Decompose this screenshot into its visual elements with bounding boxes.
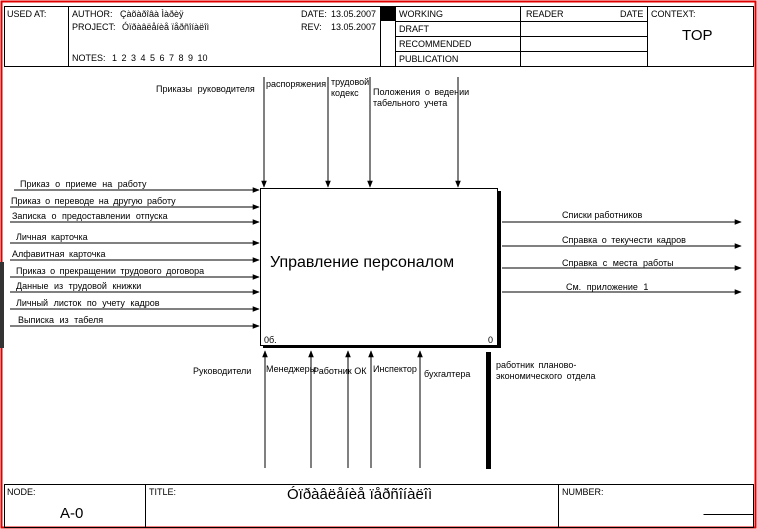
- activity-number: 0: [488, 335, 494, 345]
- input-label-7: Данные из трудовой книжки: [16, 281, 142, 291]
- output-arrows: [502, 219, 742, 295]
- input-label-3: Записка о предоставлении отпуска: [12, 211, 168, 221]
- number-label: NUMBER:: [562, 487, 604, 497]
- control-arrows: [261, 77, 461, 188]
- rev-value: 13.05.2007: [331, 22, 377, 32]
- input-label-2: Приказ о переводе на другую работу: [11, 196, 176, 206]
- input-label-5: Алфавитная карточка: [12, 249, 106, 259]
- left-edge-mark: [0, 262, 4, 348]
- context-value: TOP: [682, 27, 713, 44]
- output-label-1: Списки работников: [562, 210, 643, 220]
- input-label-1: Приказ о приеме на работу: [20, 179, 147, 189]
- output-label-3: Справка с места работы: [562, 258, 674, 268]
- control-label-1: Приказы руководителя: [156, 84, 255, 94]
- header-frame: [4, 6, 754, 67]
- project-value: Óïðàâëåíèå ïåðñîíàëîì: [122, 22, 210, 32]
- input-arrows: [10, 187, 260, 329]
- author-label: AUTHOR:: [72, 9, 113, 19]
- mechanism-label-2: Менеджеры: [266, 364, 317, 374]
- activity-cost: 0б.: [264, 335, 277, 345]
- node-value: A-0: [60, 505, 84, 522]
- status-draft[interactable]: DRAFT: [399, 24, 429, 34]
- author-value: Çàõàðîâà Ìàðèÿ: [120, 9, 184, 19]
- mechanism-label-3: Работник ОК: [313, 366, 367, 376]
- reader-label: READER: [526, 9, 564, 19]
- notes-label: NOTES:: [72, 53, 106, 63]
- notes-value: 1 2 3 4 5 6 7 8 9 10: [112, 53, 208, 63]
- date-value: 13.05.2007: [331, 9, 377, 19]
- control-label-3: трудовой кодекс: [331, 77, 370, 98]
- mechanism-arrow-6-thick[interactable]: [486, 352, 491, 469]
- footer-frame: [4, 484, 754, 528]
- mechanism-arrows: [262, 350, 423, 468]
- input-label-8: Личный листок по учету кадров: [16, 298, 160, 308]
- project-label: PROJECT:: [72, 22, 116, 32]
- mechanism-label-6: работник планово- экономического отдела: [496, 360, 596, 381]
- rev-label: REV:: [301, 22, 322, 32]
- activity-title: Управление персоналом: [270, 254, 455, 271]
- activity-box[interactable]: [260, 188, 498, 346]
- input-label-6: Приказ о прекращении трудового договора: [16, 266, 205, 276]
- status-working[interactable]: WORKING: [399, 9, 443, 19]
- control-label-4: Положения о ведении табельного учета: [373, 87, 470, 108]
- date-label: DATE:: [301, 9, 327, 19]
- input-label-9: Выписка из табеля: [18, 315, 104, 325]
- output-label-2: Справка о текучести кадров: [562, 235, 686, 245]
- used-at-label: USED AT:: [7, 9, 47, 19]
- context-label: CONTEXT:: [651, 9, 696, 19]
- control-label-2: распоряжения: [266, 79, 327, 89]
- status-publication[interactable]: PUBLICATION: [399, 54, 459, 64]
- title-value: Óïðàâëåíèå ïåðñîíàëîì: [287, 486, 433, 503]
- title-label: TITLE:: [149, 487, 177, 497]
- mechanism-label-4: Инспектор: [373, 364, 417, 374]
- status-recommended[interactable]: RECOMMENDED: [399, 39, 472, 49]
- input-label-4: Личная карточка: [16, 232, 88, 242]
- mechanism-label-5: бухгалтера: [424, 369, 471, 379]
- node-label: NODE:: [7, 487, 36, 497]
- working-status-marker: [381, 7, 395, 21]
- reader-date-label: DATE: [620, 9, 644, 19]
- mechanism-label-1: Руководители: [193, 366, 252, 376]
- output-label-4: См. приложение 1: [566, 282, 649, 292]
